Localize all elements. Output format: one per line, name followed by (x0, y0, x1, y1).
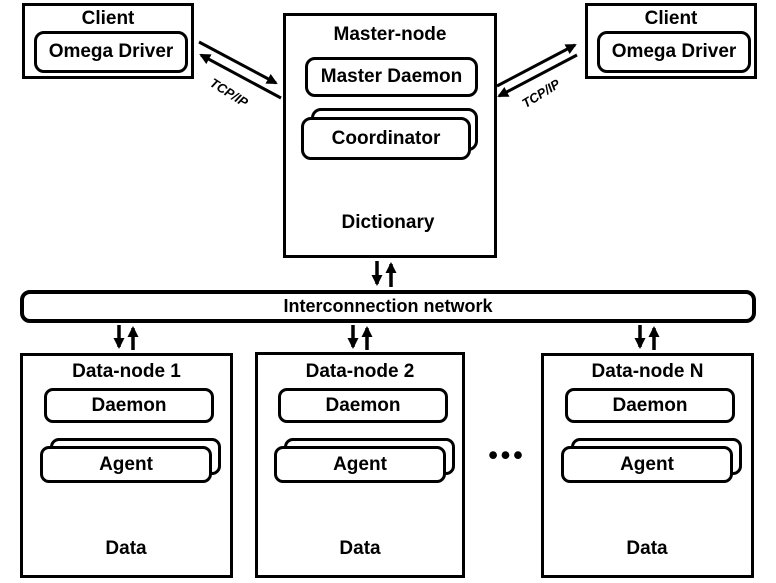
coordinator-label: Coordinator (331, 127, 441, 149)
network-nodeN-arrows (634, 325, 660, 350)
daemon-box-node1: Daemon (44, 388, 214, 423)
data-label-node1: Data (105, 538, 147, 559)
agent-box-front-nodeN: Agent (561, 446, 733, 483)
network-node1-arrows (113, 325, 139, 350)
master-daemon-box: Master Daemon (305, 57, 478, 97)
coordinator-box-front: Coordinator (301, 117, 471, 160)
omega-driver-right-label: Omega Driver (611, 41, 737, 63)
interconnection-network-bar: Interconnection network (20, 290, 756, 323)
ellipsis-dots: ••• (488, 440, 526, 470)
daemon-label-nodeN: Daemon (612, 394, 688, 416)
agent-label-nodeN: Agent (620, 453, 674, 475)
master-node-box: Master-node Master Daemon Coordinator (283, 13, 497, 258)
data-node-2-title: Data-node 2 (305, 361, 415, 382)
agent-label-node1: Agent (99, 453, 153, 475)
daemon-box-node2: Daemon (278, 388, 448, 423)
master-network-arrows (371, 261, 397, 287)
data-node-N-title: Data-node N (591, 361, 704, 382)
daemon-label-node1: Daemon (91, 394, 167, 416)
data-node-N-box: Data-node N Daemon Agent (541, 353, 754, 578)
data-label-nodeN: Data (626, 538, 668, 559)
client-left-box: Client Omega Driver (22, 3, 194, 79)
data-node-1-box: Data-node 1 Daemon Agent (20, 353, 233, 578)
omega-driver-left-label: Omega Driver (48, 41, 174, 63)
network-node2-arrows (347, 325, 373, 350)
client-right-title: Client (644, 8, 698, 29)
data-node-2-box: Data-node 2 Daemon Agent (255, 352, 465, 578)
interconnection-network-label: Interconnection network (283, 296, 493, 317)
dictionary-label: Dictionary (341, 212, 435, 233)
agent-box-front-node1: Agent (40, 446, 212, 483)
master-node-title: Master-node (333, 24, 447, 45)
client-right-box: Client Omega Driver (585, 3, 757, 79)
tcp-link-left (198, 40, 282, 100)
agent-label-node2: Agent (333, 453, 387, 475)
agent-box-front-node2: Agent (274, 446, 446, 483)
client-left-title: Client (81, 8, 135, 29)
data-node-1-title: Data-node 1 (72, 361, 181, 382)
daemon-box-nodeN: Daemon (565, 388, 735, 423)
omega-driver-left-box: Omega Driver (34, 31, 188, 73)
data-label-node2: Data (339, 538, 381, 559)
master-daemon-label: Master Daemon (320, 66, 463, 88)
daemon-label-node2: Daemon (325, 394, 401, 416)
tcp-link-right (496, 43, 578, 98)
omega-driver-right-box: Omega Driver (597, 31, 751, 73)
